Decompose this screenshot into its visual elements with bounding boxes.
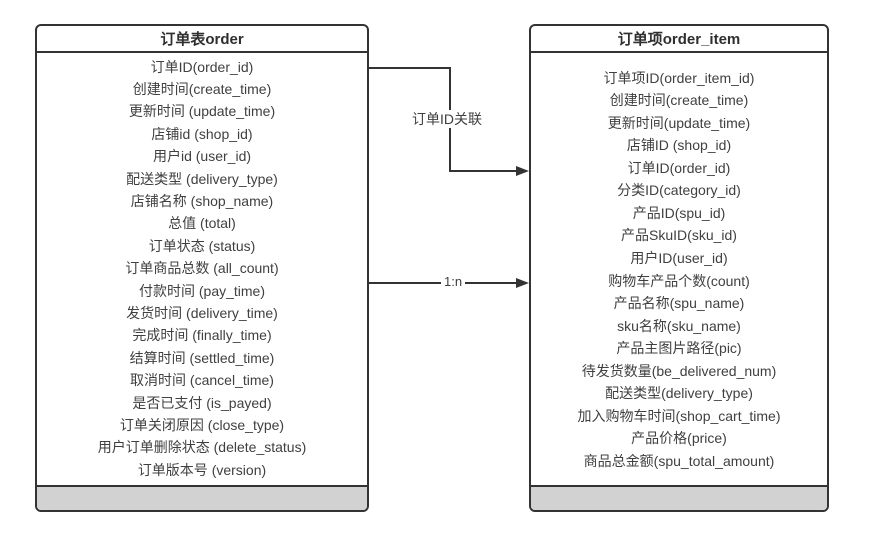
table-field: 用户id (user_id) [152, 148, 252, 165]
table-field: 商品总金额(spu_total_amount) [583, 452, 775, 469]
table-field: 订单商品总数 (all_count) [125, 260, 279, 277]
connector-order-id-label: 订单ID关联 [409, 110, 485, 129]
table-field: 订单状态 (status) [148, 237, 256, 254]
table-field: 产品主图片路径(pic) [616, 340, 742, 357]
table-field: 产品SkuID(sku_id) [621, 227, 737, 244]
table-field: 订单版本号 (version) [137, 461, 267, 478]
table-field: 订单ID(order_id) [150, 58, 254, 75]
table-field: 用户ID(user_id) [630, 249, 728, 266]
table-field: 产品ID(spu_id) [632, 204, 726, 221]
connector-one-to-n-arrowhead-icon [516, 278, 529, 288]
table-field: 订单ID(order_id) [627, 159, 731, 176]
table-order-fields: 订单ID(order_id) 创建时间(create_time) 更新时间 (upd… [37, 53, 367, 485]
table-field: 店铺ID (shop_id) [626, 137, 732, 154]
table-field: 取消时间 (cancel_time) [130, 372, 274, 389]
table-field: 订单关闭原因 (close_type) [119, 417, 285, 433]
table-field: 发货时间 (delivery_time) [126, 304, 278, 321]
table-field: 产品价格(price) [631, 430, 727, 447]
table-order-title: 订单表order [37, 26, 367, 53]
table-field: 总值 (total) [168, 215, 236, 232]
table-field: 更新时间 (update_time) [128, 103, 276, 120]
table-field: 分类ID(category_id) [617, 182, 741, 199]
connector-one-to-n-label: 1:n [441, 274, 466, 291]
table-order-item: 订单项order_item 订单项ID(order_item_id) 创建时间(c… [529, 24, 829, 512]
table-field: 创建时间(create_time) [609, 92, 749, 109]
table-field: 付款时间 (pay_time) [138, 282, 266, 299]
table-field: 待发货数量(be_delivered_num) [581, 362, 777, 379]
table-field: 购物车产品个数(count) [608, 272, 750, 289]
table-field: 店铺id (shop_id) [151, 125, 253, 142]
table-field: 是否已支付 (is_payed) [132, 394, 272, 411]
table-order-footer [37, 485, 367, 510]
table-field: 产品名称(spu_name) [613, 295, 745, 312]
table-order-item-title: 订单项order_item [531, 26, 827, 53]
table-field: sku名称(sku_name) [617, 317, 741, 334]
table-field: 创建时间(create_time) [132, 80, 272, 97]
table-field: 订单项ID(order_item_id) [603, 69, 755, 86]
table-order: 订单表order 订单ID(order_id) 创建时间(create_time)… [35, 24, 369, 512]
table-field: 完成时间 (finally_time) [132, 327, 272, 344]
table-field: 更新时间(update_time) [607, 114, 751, 131]
table-field: 用户订单删除状态 (delete_status) [97, 439, 307, 456]
table-order-item-fields: 订单项ID(order_item_id) 创建时间(create_time) 更新时… [531, 53, 827, 485]
table-field: 配送类型 (delivery_type) [126, 170, 278, 187]
table-field: 配送类型(delivery_type) [605, 385, 753, 402]
table-order-item-footer [531, 485, 827, 510]
table-field: 结算时间 (settled_time) [129, 349, 275, 366]
table-field: 加入购物车时间(shop_cart_time) [577, 407, 781, 424]
connector-order-id-arrowhead-icon [516, 166, 529, 176]
connector-order-id-segment-horizontal-2 [449, 170, 517, 172]
table-field: 店铺名称 (shop_name) [130, 192, 274, 209]
connector-order-id-segment-horizontal-1 [369, 67, 451, 69]
